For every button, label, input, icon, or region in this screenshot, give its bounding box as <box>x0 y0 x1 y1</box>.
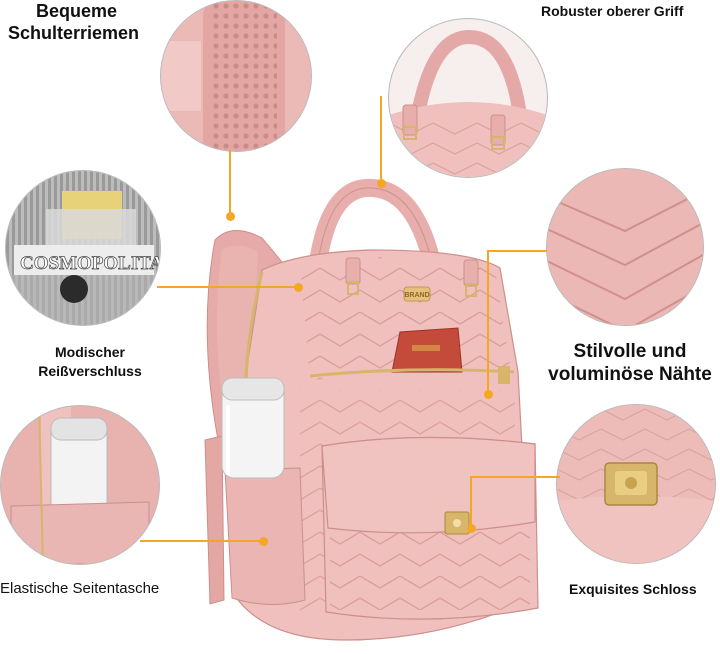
dot-side-pocket <box>258 536 268 546</box>
leader-lock-h <box>470 476 560 478</box>
detail-circle-interior: COSMOPOLITAN <box>5 170 161 326</box>
front-zipper <box>309 368 515 378</box>
leader-shoulder-strap <box>229 150 231 216</box>
side-pocket <box>224 467 306 606</box>
label-zipper-line2: Reißverschluss <box>38 363 142 379</box>
side-zipper <box>244 271 264 381</box>
leader-lock-v <box>470 476 472 528</box>
dot-shoulder-strap <box>225 211 235 221</box>
logo-badge <box>403 286 431 302</box>
label-zipper: Modischer Reißverschluss <box>30 343 150 381</box>
dot-lock <box>466 523 476 533</box>
label-shoulder-straps-line1: Bequeme <box>36 1 118 21</box>
label-shoulder-straps-line2: Schulterriemen <box>8 23 140 43</box>
label-seams-line1: Stilvolle und <box>573 341 687 362</box>
detail-circle-side-pocket <box>0 405 160 565</box>
dot-handle <box>376 178 386 188</box>
detail-circle-seams <box>546 168 704 326</box>
detail-circle-handle <box>388 18 548 178</box>
dot-zipper <box>293 282 303 292</box>
leader-seams-v <box>487 250 489 394</box>
leader-handle <box>380 96 382 182</box>
detail-circle-lock <box>556 404 716 564</box>
logo-badge-text: BRAND <box>404 292 429 299</box>
leader-zipper <box>157 286 297 288</box>
leader-seams-h <box>487 250 547 252</box>
magazine-title: COSMOPOLITAN <box>20 253 160 274</box>
dot-seams <box>483 389 493 399</box>
label-zipper-line1: Modischer <box>54 344 125 360</box>
label-seams-line2: voluminöse Nähte <box>548 364 712 385</box>
leader-side-pocket <box>140 540 262 542</box>
label-shoulder-straps: Bequeme Schulterriemen <box>8 0 139 44</box>
label-seams: Stilvolle und voluminöse Nähte <box>540 340 720 386</box>
label-side-pocket: Elastische Seitentasche <box>0 580 160 597</box>
label-handle: Robuster oberer Griff <box>541 3 684 19</box>
pocket-flap <box>321 436 536 534</box>
detail-circle-shoulder-strap <box>160 0 312 152</box>
label-lock: Exquisites Schloss <box>569 581 697 597</box>
